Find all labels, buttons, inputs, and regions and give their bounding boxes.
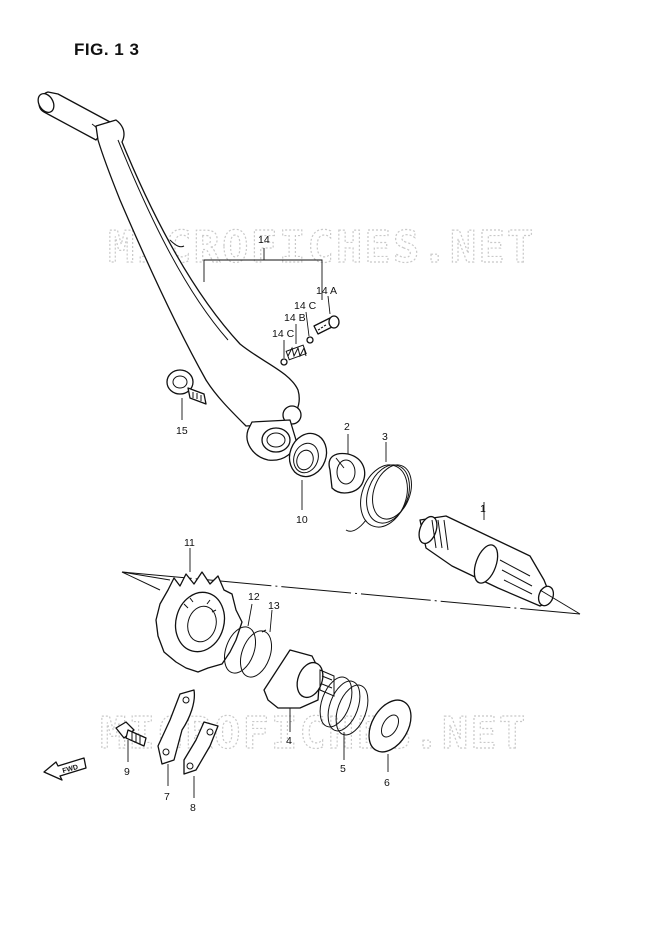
ball-14c-lower — [280, 358, 288, 366]
label-4: 4 — [286, 735, 292, 747]
fwd-arrow-label: FWD — [62, 764, 79, 775]
fwd-arrow-icon: FWD — [43, 757, 87, 781]
label-14c-upper: 14 C — [294, 300, 317, 312]
label-3: 3 — [382, 431, 388, 443]
spring-5 — [319, 676, 369, 736]
label-14: 14 — [258, 234, 270, 246]
label-13: 13 — [268, 600, 280, 612]
label-15: 15 — [176, 425, 188, 437]
figure-title: FIG. 1 3 — [74, 40, 140, 59]
label-2: 2 — [344, 421, 350, 433]
label-14a: 14 A — [316, 285, 337, 297]
spring-guide-2 — [328, 452, 366, 494]
kick-gear-11 — [155, 571, 243, 673]
oil-seal-10 — [288, 432, 328, 478]
label-8: 8 — [190, 802, 196, 814]
plate-7 — [157, 689, 196, 765]
plate-8 — [183, 721, 219, 775]
bolt-14a — [313, 315, 340, 335]
label-6: 6 — [384, 777, 390, 789]
kick-shaft-1 — [418, 515, 555, 607]
washer-13 — [239, 629, 273, 678]
label-14c-lower: 14 C — [272, 328, 295, 340]
label-5: 5 — [340, 763, 346, 775]
washer-6 — [368, 699, 412, 753]
label-10: 10 — [296, 514, 308, 526]
ratchet-4 — [263, 649, 335, 709]
label-1: 1 — [480, 503, 486, 515]
spring-14b — [285, 344, 307, 361]
label-12: 12 — [248, 591, 260, 603]
ball-14c-upper — [306, 336, 314, 344]
label-14b: 14 B — [284, 312, 306, 324]
label-9: 9 — [124, 766, 130, 778]
circlip-12 — [223, 626, 257, 674]
kick-lever — [37, 91, 302, 461]
return-spring-3 — [345, 464, 412, 532]
label-11: 11 — [184, 537, 195, 549]
bolt-9 — [115, 721, 147, 747]
bolt-15 — [166, 369, 207, 405]
label-7: 7 — [164, 791, 170, 803]
